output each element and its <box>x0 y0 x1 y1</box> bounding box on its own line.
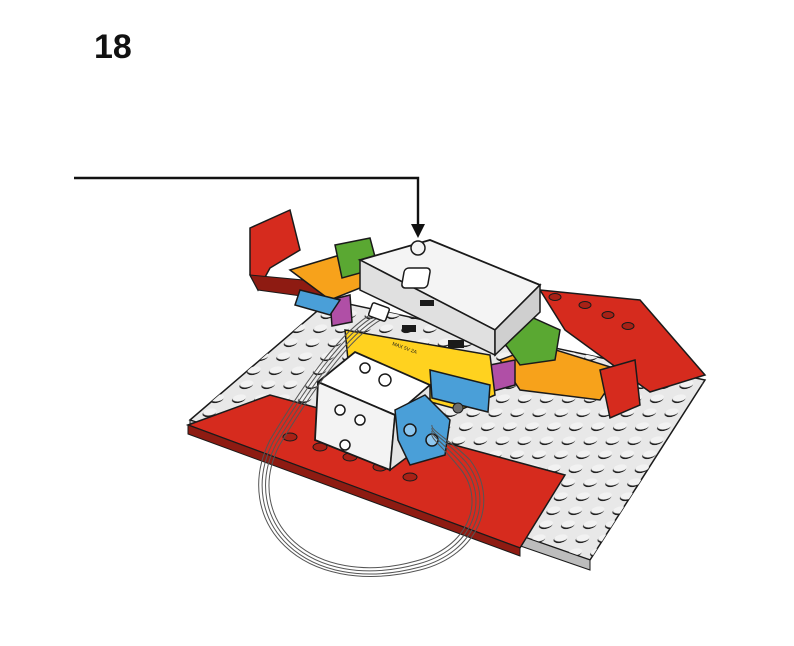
red-ramp-right <box>538 289 707 393</box>
wedge-left <box>288 237 382 327</box>
lego-hub-icon: MAX 5V 2A <box>357 239 542 357</box>
cable-icon <box>258 302 485 577</box>
lego-motor-icon <box>314 350 464 472</box>
arrow-indicator-icon <box>74 176 425 238</box>
yellow-base <box>344 329 496 413</box>
step-number: 18 <box>94 28 132 66</box>
